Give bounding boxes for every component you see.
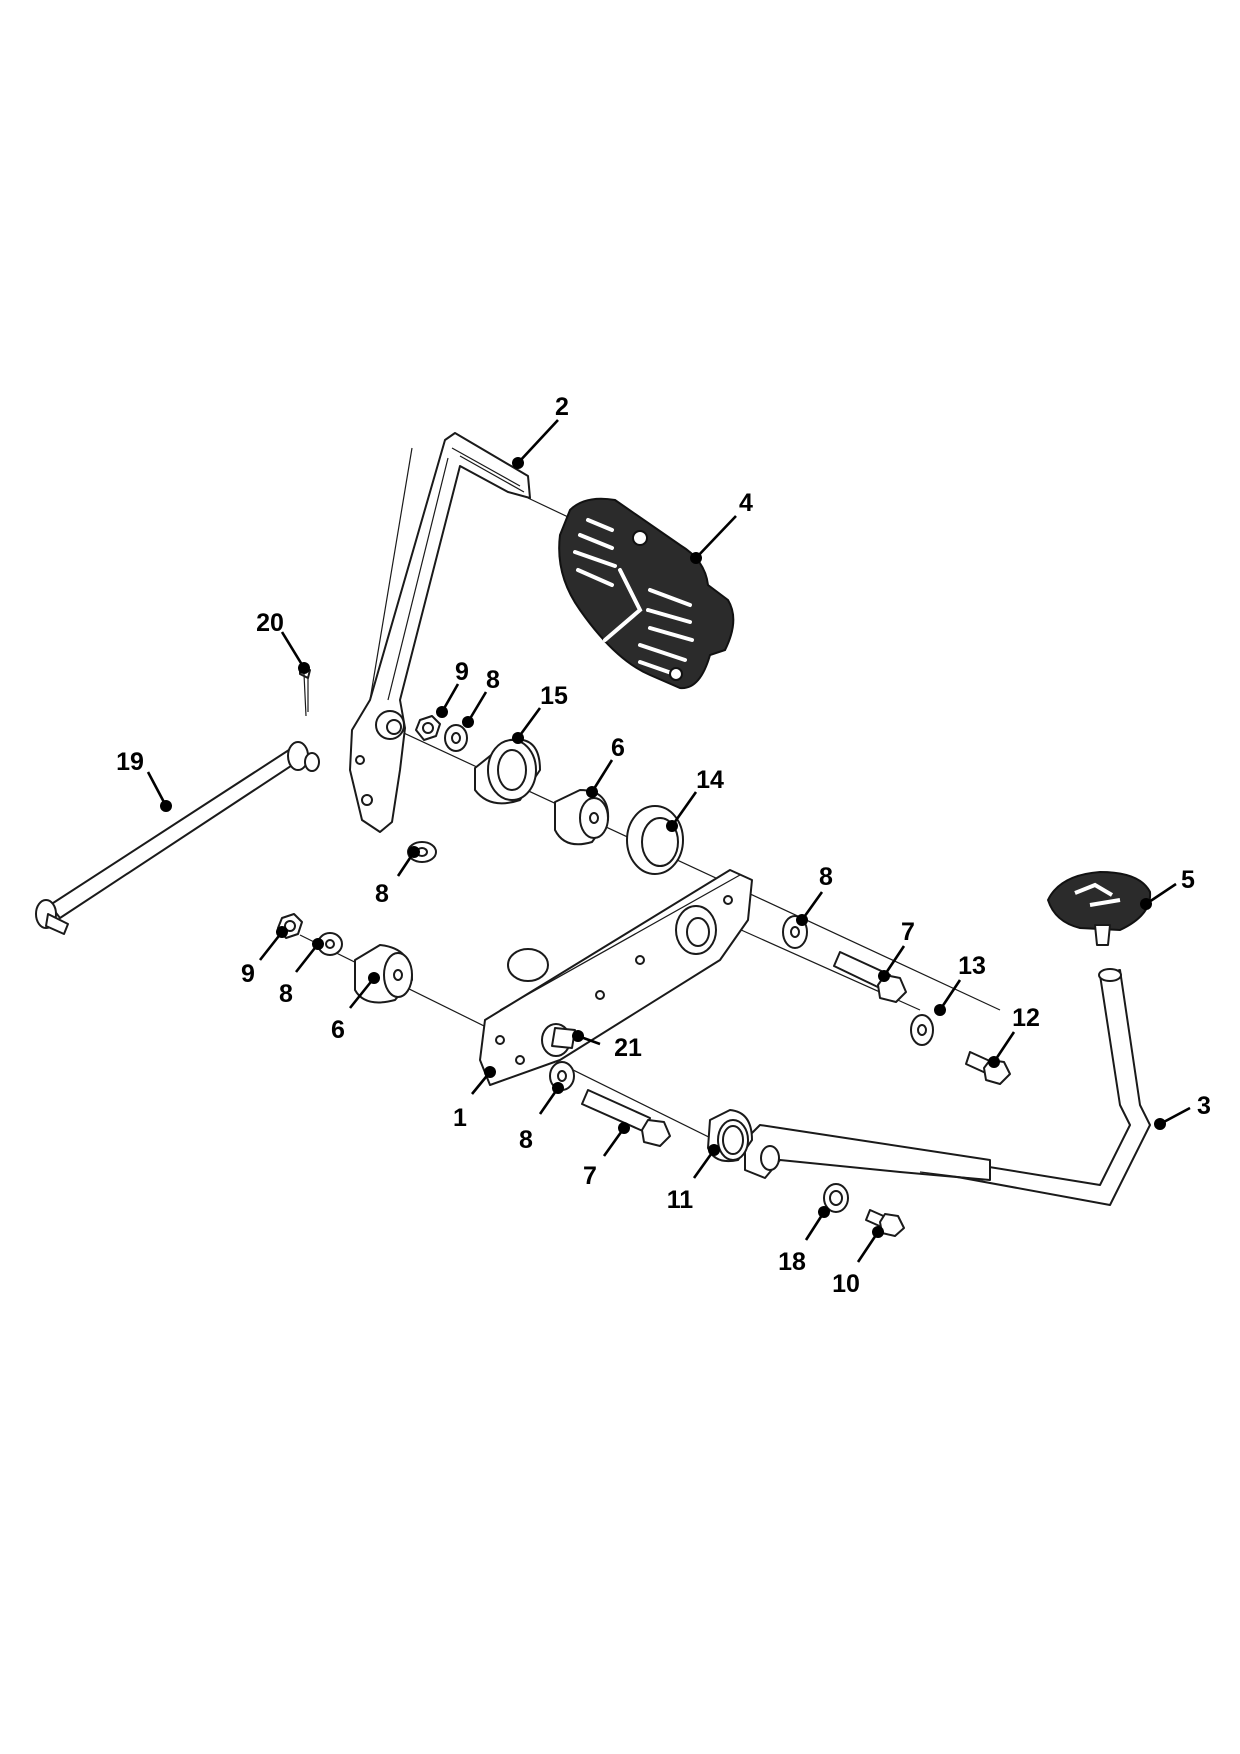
callout-13: 13 (958, 952, 986, 980)
callout-10: 10 (832, 1270, 860, 1298)
callout-21: 21 (614, 1034, 642, 1062)
callout-1: 1 (453, 1104, 467, 1132)
callout-5: 5 (1181, 866, 1195, 894)
right-hardware (782, 915, 1011, 1085)
callout-6-upper: 6 (611, 734, 625, 762)
connecting-rod (35, 741, 320, 935)
callout-2: 2 (555, 393, 569, 421)
callout-6-lower: 6 (331, 1016, 345, 1044)
upper-hardware-stack (407, 715, 684, 875)
callout-3: 3 (1197, 1092, 1211, 1120)
control-knob (1046, 870, 1152, 946)
callout-8-lower-left: 8 (279, 980, 293, 1008)
callout-9-upper: 9 (455, 658, 469, 686)
shift-lever (744, 968, 1151, 1206)
callout-4: 4 (739, 489, 753, 517)
callout-8-middle: 8 (375, 880, 389, 908)
callouts: 2 4 20 9 8 15 6 14 19 8 (116, 393, 1211, 1298)
foot-pedal-pad (558, 497, 735, 690)
callout-20: 20 (256, 609, 284, 637)
pedal-lever-arm (349, 432, 531, 833)
callout-12: 12 (1012, 1004, 1040, 1032)
callout-7-right: 7 (901, 918, 915, 946)
callout-7-bottom: 7 (583, 1162, 597, 1190)
lower-left-hardware (277, 913, 413, 1004)
callout-8-right: 8 (819, 863, 833, 891)
callout-8-bottom: 8 (519, 1126, 533, 1154)
callout-8-upper: 8 (486, 666, 500, 694)
callout-15: 15 (540, 682, 568, 710)
callout-19: 19 (116, 748, 144, 776)
callout-11: 11 (667, 1186, 694, 1214)
mounting-bracket (479, 869, 753, 1086)
callout-9-lower: 9 (241, 960, 255, 988)
callout-18: 18 (778, 1248, 806, 1276)
callout-14: 14 (696, 766, 724, 794)
